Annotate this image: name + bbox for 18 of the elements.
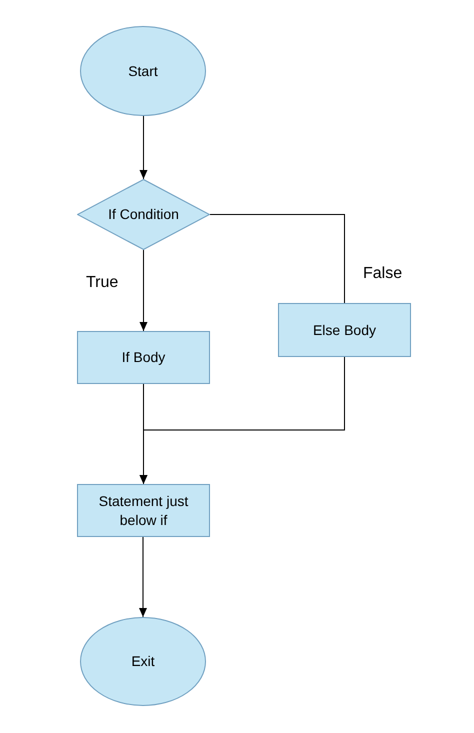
process-box [77,331,210,384]
terminal-ellipse [80,26,206,116]
node-label: Start [128,62,158,80]
node-label: If Condition [108,205,179,224]
process-box [278,303,411,357]
edge-label: True [86,273,118,293]
arrow [139,536,147,618]
node-label: Exit [131,652,155,671]
arrow [140,250,148,332]
node-label: Else Body [312,320,376,340]
process-box [77,484,210,537]
decision-diamond [77,179,210,250]
arrow [140,116,148,180]
node-label: Statement just below if [98,492,190,530]
node-label: If Body [122,348,166,367]
arrow [140,356,345,484]
edge-label: False [363,264,402,284]
terminal-ellipse [80,617,206,706]
